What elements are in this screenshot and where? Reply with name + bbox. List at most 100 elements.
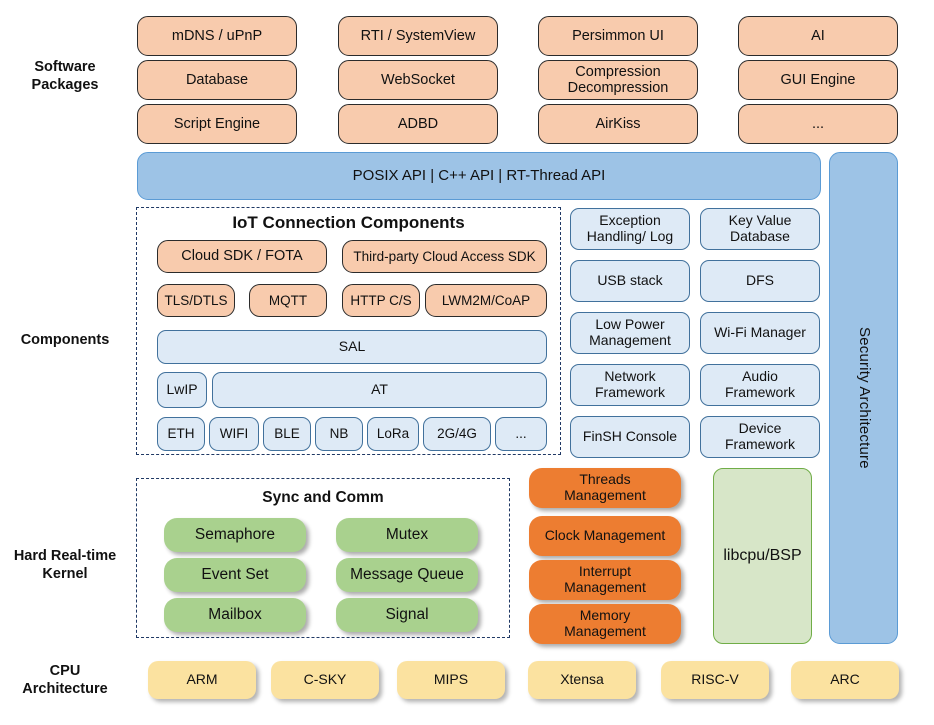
cpu-arch-xtensa[interactable]: Xtensa (528, 661, 636, 699)
iot-chip-label: LWM2M/CoAP (441, 292, 531, 308)
software-package-label: Database (185, 71, 249, 88)
iot-more[interactable]: ... (495, 417, 547, 451)
software-package-label: Script Engine (173, 115, 261, 132)
cpu-arch-risc-v[interactable]: RISC-V (661, 661, 769, 699)
iot-ble[interactable]: BLE (263, 417, 311, 451)
software-package-script-engine[interactable]: Script Engine (137, 104, 297, 144)
cpu-arch-label: Xtensa (560, 671, 604, 688)
row-label-software-packages-text: Software Packages (31, 58, 99, 93)
cpu-arch-arm[interactable]: ARM (148, 661, 256, 699)
iot-sal[interactable]: SAL (157, 330, 547, 364)
libcpu-bsp[interactable]: libcpu/BSP (713, 468, 812, 644)
kernel-chip-label: Threads Management (564, 471, 646, 503)
software-package-database[interactable]: Database (137, 60, 297, 100)
iot-connection-components-frame (136, 207, 561, 455)
software-package-adbd[interactable]: ADBD (338, 104, 498, 144)
iot-lwip[interactable]: LwIP (157, 372, 207, 408)
component-label: Device Framework (724, 420, 795, 452)
row-label-components-text: Components (20, 331, 110, 348)
component-finsh-console[interactable]: FinSH Console (570, 416, 690, 458)
cpu-arch-label: C-SKY (303, 671, 347, 688)
iot-third-party-cloud-access-sdk[interactable]: Third-party Cloud Access SDK (342, 240, 547, 273)
component-label: Exception Handling/ Log (586, 212, 674, 244)
component-key-value-database[interactable]: Key Value Database (700, 208, 820, 250)
component-exception-handling-log[interactable]: Exception Handling/ Log (570, 208, 690, 250)
iot-at[interactable]: AT (212, 372, 547, 408)
iot-2g-4g[interactable]: 2G/4G (423, 417, 491, 451)
cpu-arch-label: ARC (830, 671, 860, 688)
software-package-label: mDNS / uPnP (171, 27, 263, 44)
software-package-gui-engine[interactable]: GUI Engine (738, 60, 898, 100)
component-audio-framework[interactable]: Audio Framework (700, 364, 820, 406)
iot-mqtt[interactable]: MQTT (249, 284, 327, 317)
cpu-arch-arc[interactable]: ARC (791, 661, 899, 699)
software-package-more[interactable]: ... (738, 104, 898, 144)
component-network-framework[interactable]: Network Framework (570, 364, 690, 406)
sync-event-set[interactable]: Event Set (164, 558, 306, 592)
row-label-software-packages: Software Packages (0, 50, 130, 102)
cpu-arch-label: MIPS (433, 671, 469, 688)
api-band[interactable]: POSIX API | C++ API | RT-Thread API (137, 152, 821, 200)
component-label: USB stack (597, 272, 663, 289)
security-architecture-label: Security Architecture (855, 327, 873, 469)
software-package-compression-decompression[interactable]: Compression Decompression (538, 60, 698, 100)
software-package-label: GUI Engine (780, 71, 856, 88)
iot-tls-dtls[interactable]: TLS/DTLS (157, 284, 235, 317)
row-label-kernel: Hard Real-time Kernel (0, 540, 130, 590)
software-package-label: ADBD (397, 115, 439, 132)
sync-and-comm-frame (136, 478, 510, 638)
sync-chip-label: Mailbox (208, 606, 262, 624)
iot-chip-label: LoRa (376, 426, 410, 442)
sync-mutex[interactable]: Mutex (336, 518, 478, 552)
sync-chip-label: Message Queue (350, 566, 464, 584)
component-label: Wi-Fi Manager (714, 324, 806, 341)
component-device-framework[interactable]: Device Framework (700, 416, 820, 458)
kernel-clock-management[interactable]: Clock Management (529, 516, 681, 556)
software-package-label: AI (811, 27, 825, 44)
row-label-kernel-text: Hard Real-time Kernel (13, 547, 117, 582)
software-package-mdns-upnp[interactable]: mDNS / uPnP (137, 16, 297, 56)
software-package-label: WebSocket (381, 71, 455, 88)
sync-signal[interactable]: Signal (336, 598, 478, 632)
software-package-ai[interactable]: AI (738, 16, 898, 56)
component-label: DFS (746, 272, 774, 289)
software-package-persimmon-ui[interactable]: Persimmon UI (538, 16, 698, 56)
sync-mailbox[interactable]: Mailbox (164, 598, 306, 632)
component-wifi-manager[interactable]: Wi-Fi Manager (700, 312, 820, 354)
iot-eth[interactable]: ETH (157, 417, 205, 451)
sync-chip-label: Semaphore (194, 526, 276, 544)
software-package-airkiss[interactable]: AirKiss (538, 104, 698, 144)
sync-message-queue[interactable]: Message Queue (336, 558, 478, 592)
component-usb-stack[interactable]: USB stack (570, 260, 690, 302)
software-package-rti-systemview[interactable]: RTI / SystemView (338, 16, 498, 56)
software-package-label: ... (811, 115, 825, 132)
iot-connection-components-title: IoT Connection Components (136, 213, 561, 233)
sync-semaphore[interactable]: Semaphore (164, 518, 306, 552)
iot-wifi[interactable]: WIFI (209, 417, 259, 451)
iot-http-cs[interactable]: HTTP C/S (342, 284, 420, 317)
iot-nb[interactable]: NB (315, 417, 363, 451)
software-package-websocket[interactable]: WebSocket (338, 60, 498, 100)
iot-chip-label: TLS/DTLS (164, 292, 228, 308)
iot-chip-label: ETH (167, 426, 195, 442)
kernel-memory-management[interactable]: Memory Management (529, 604, 681, 644)
iot-title-text: IoT Connection Components (232, 213, 465, 232)
component-label: FinSH Console (582, 428, 678, 445)
component-low-power-management[interactable]: Low Power Management (570, 312, 690, 354)
iot-lwm2m-coap[interactable]: LWM2M/CoAP (425, 284, 547, 317)
kernel-interrupt-management[interactable]: Interrupt Management (529, 560, 681, 600)
cpu-arch-c-sky[interactable]: C-SKY (271, 661, 379, 699)
software-package-label: RTI / SystemView (360, 27, 476, 44)
sync-and-comm-title: Sync and Comm (136, 489, 510, 507)
kernel-threads-management[interactable]: Threads Management (529, 468, 681, 508)
row-label-components: Components (0, 325, 130, 355)
iot-lora[interactable]: LoRa (367, 417, 419, 451)
iot-cloud-sdk-fota[interactable]: Cloud SDK / FOTA (157, 240, 327, 273)
iot-chip-label: LwIP (166, 381, 198, 398)
iot-chip-label: SAL (338, 338, 366, 355)
component-label: Low Power Management (589, 316, 671, 348)
iot-chip-label: MQTT (268, 292, 308, 308)
component-dfs[interactable]: DFS (700, 260, 820, 302)
security-architecture-bar[interactable]: Security Architecture (829, 152, 898, 644)
cpu-arch-mips[interactable]: MIPS (397, 661, 505, 699)
